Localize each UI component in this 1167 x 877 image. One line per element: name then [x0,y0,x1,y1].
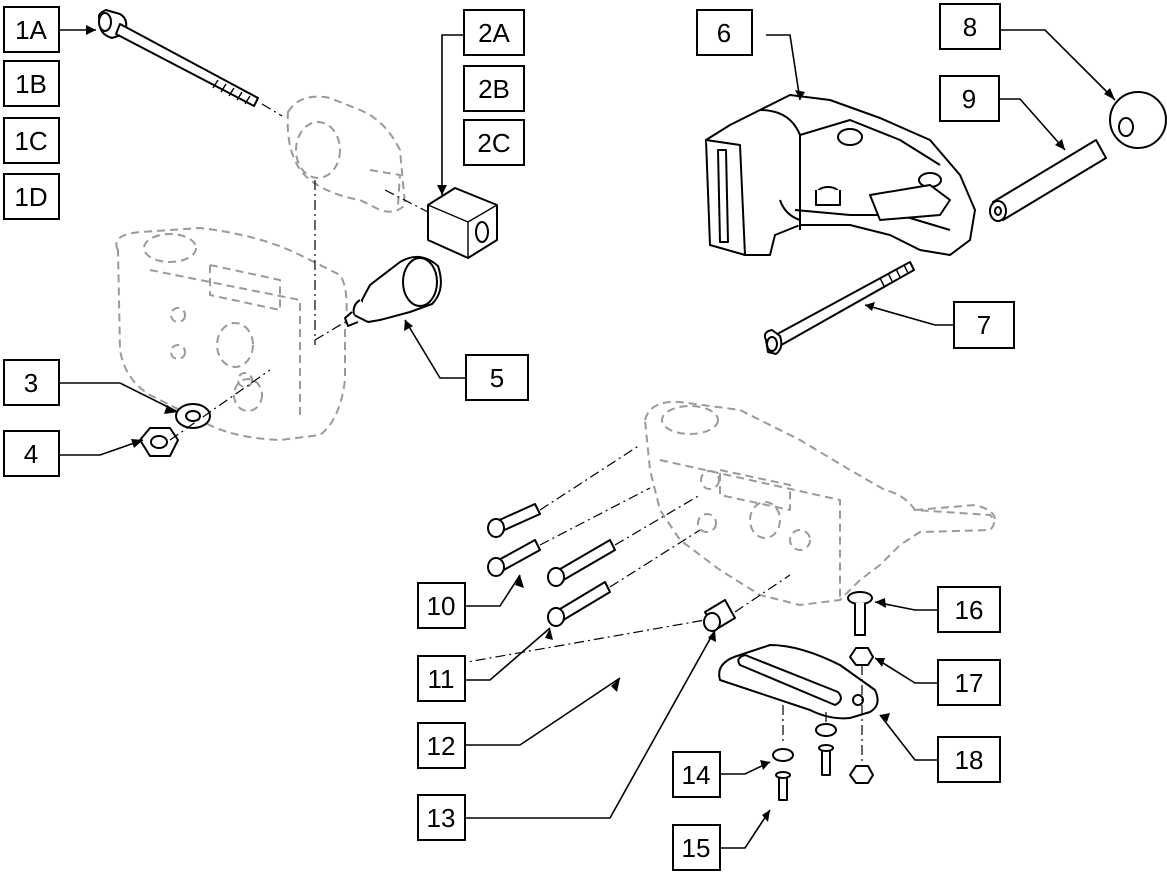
part-16-screw [847,591,873,636]
part-3-washer [175,403,211,429]
axis-13 [734,574,791,613]
part-7-long-bolt [763,261,915,355]
callout-13-label: 13 [427,803,456,833]
part-14-washers [772,723,837,762]
callout-1c-label: 1C [14,126,47,156]
axis-5 [314,321,346,341]
callout-1c: 1C [3,117,60,164]
callout-1a-label: 1A [15,15,47,45]
callout-4-label: 4 [24,439,38,469]
axis-10a [539,444,641,511]
callout-17-label: 17 [955,668,984,698]
callout-3: 3 [3,359,60,406]
callout-1d: 1D [3,173,60,220]
callout-3-label: 3 [24,368,38,398]
callout-12: 12 [417,722,466,769]
part-5-bushing [344,255,442,327]
callout-18: 18 [937,736,1001,783]
part-2-block [427,187,498,259]
part-8-ball-knob [1109,91,1167,149]
callout-10: 10 [417,582,466,629]
callout-2b: 2B [463,65,525,112]
callout-8-label: 8 [963,12,977,42]
part-4-nut [139,427,179,457]
callout-1d-label: 1D [14,182,47,212]
part-6-clamp-assembly [705,94,976,256]
callout-2c-label: 2C [477,128,510,158]
callout-2a: 2A [463,9,525,56]
callout-15-label: 15 [682,833,711,863]
part-nut-lower [849,765,874,784]
callout-14-label: 14 [682,760,711,790]
part-18-slotted-plate [718,644,879,720]
axis-10b [539,487,651,546]
callout-6: 6 [696,9,753,56]
callout-6-label: 6 [717,18,731,48]
ghost-main-block [115,227,348,441]
axis-1a [261,103,283,117]
callout-18-label: 18 [955,745,984,775]
callout-10-label: 10 [427,591,456,621]
callout-1b-label: 1B [15,69,47,99]
part-15-screws [775,744,834,801]
callout-12-label: 12 [427,731,456,761]
callout-15: 15 [672,824,721,871]
ghost-upper-arm [286,95,406,213]
axis-11b [609,529,701,588]
callout-5: 5 [465,354,529,401]
callout-13: 13 [417,794,466,841]
part-9-tube [989,139,1107,222]
callout-1b: 1B [3,60,60,107]
callout-4: 4 [3,430,60,477]
axis-3-4 [169,369,271,441]
ghost-bottom-frame [644,400,996,606]
callout-1a: 1A [3,6,60,53]
callout-11-label: 11 [428,664,455,694]
callout-2c: 2C [463,119,525,166]
callout-14: 14 [672,751,721,798]
leader-lines [59,29,1116,849]
callout-7-label: 7 [977,310,991,340]
axis-11a [614,494,701,546]
callout-5-label: 5 [490,363,504,393]
callout-9-label: 9 [962,84,976,114]
leader-arrowheads [86,25,1115,822]
part-10-bolts [487,503,541,577]
callout-17: 17 [937,659,1001,706]
callout-7: 7 [953,301,1015,349]
part-17-nut [849,647,874,666]
part-11-bolts [547,539,616,627]
callout-2a-label: 2A [478,18,510,48]
callout-8: 8 [939,3,1001,50]
axis-12-13 [455,619,706,665]
part-13-spacer [703,599,736,632]
callout-16-label: 16 [955,595,984,625]
callout-16: 16 [937,586,1001,633]
part-1a-long-bolt [97,9,259,107]
callout-9: 9 [939,75,1000,122]
callout-2b-label: 2B [478,74,510,104]
callout-11: 11 [417,655,466,702]
axis-2 [384,189,429,213]
